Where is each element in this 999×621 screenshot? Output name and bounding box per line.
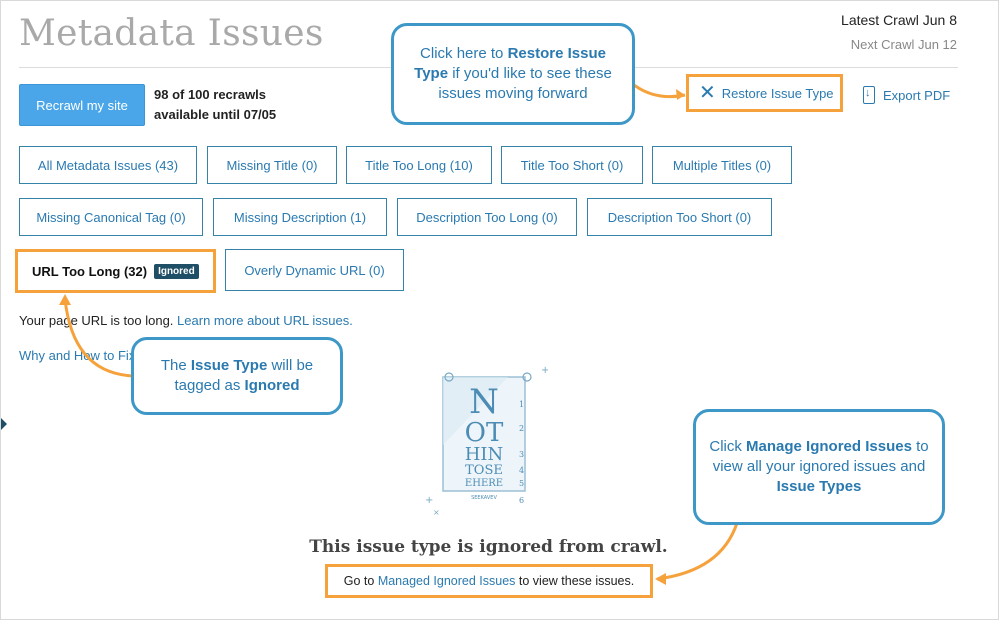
eye-chart-illustration: + + × N OT HIN TOSE EHERE SEEKAVEV 1 2 3… (425, 365, 548, 515)
restore-issue-type-button[interactable]: ✕ Restore Issue Type (686, 74, 843, 112)
issue-description: Your page URL is too long. Learn more ab… (19, 313, 353, 328)
recrawl-expiry: available until 07/05 (154, 107, 277, 122)
filter-missing-canonical-tag[interactable]: Missing Canonical Tag (0) (19, 198, 203, 236)
manage-suffix: to view these issues. (518, 574, 635, 588)
issue-description-text: Your page URL is too long. (19, 313, 174, 328)
ignored-status-title: This issue type is ignored from crawl. (309, 537, 668, 557)
filter-missing-description[interactable]: Missing Description (1) (213, 198, 387, 236)
eye-chart-number-6: 6 (519, 496, 524, 505)
latest-crawl-date: Latest Crawl Jun 8 (841, 12, 957, 28)
managed-ignored-issues-link[interactable]: Managed Ignored Issues (377, 574, 516, 588)
filter-description-too-short[interactable]: Description Too Short (0) (587, 198, 772, 236)
ignored-badge: Ignored (154, 263, 199, 279)
eye-chart-number-5: 5 (519, 479, 524, 488)
filter-all-metadata-issues[interactable]: All Metadata Issues (43) (19, 146, 197, 184)
svg-text:+: + (541, 365, 548, 376)
filter-title-too-short[interactable]: Title Too Short (0) (501, 146, 643, 184)
side-expand-handle[interactable] (1, 418, 7, 430)
export-pdf-label: Export PDF (883, 87, 951, 103)
filter-title-too-long[interactable]: Title Too Long (10) (346, 146, 492, 184)
filter-overly-dynamic-url[interactable]: Overly Dynamic URL (0) (225, 249, 404, 291)
svg-text:+: + (425, 495, 433, 506)
eye-chart-line-5: EHERE (465, 478, 503, 489)
eye-chart-line-2: OT (465, 418, 504, 448)
recrawl-button[interactable]: Recrawl my site (19, 84, 145, 126)
page-title: Metadata Issues (19, 13, 324, 54)
eye-chart-line-4: TOSE (465, 463, 503, 478)
callout-restore-issue-type: Click here to Restore Issue Type if you'… (391, 23, 635, 125)
recrawl-count: 98 of 100 recrawls (154, 87, 267, 102)
manage-ignored-message: Go to Managed Ignored Issues to view the… (325, 564, 653, 598)
close-icon: ✕ (699, 82, 716, 104)
why-how-to-fix-link[interactable]: Why and How to Fix (19, 348, 136, 363)
eye-chart-number-2: 2 (519, 424, 524, 433)
filter-url-too-long-label: URL Too Long (32) (32, 263, 148, 279)
eye-chart-line-1: N (469, 382, 499, 422)
restore-issue-type-label: Restore Issue Type (721, 85, 834, 101)
filter-url-too-long[interactable]: URL Too Long (32) Ignored (15, 249, 216, 293)
eye-chart-number-4: 4 (519, 466, 524, 475)
eye-chart-line-6: SEEKAVEV (471, 495, 497, 501)
learn-more-link[interactable]: Learn more about URL issues. (177, 313, 353, 328)
eye-chart-number-3: 3 (519, 450, 524, 459)
callout-tagged-ignored: The Issue Type will be tagged as Ignored (131, 337, 343, 415)
callout-manage-ignored: Click Manage Ignored Issues to view all … (693, 409, 945, 525)
eye-chart-number-1: 1 (519, 400, 524, 409)
export-pdf-link[interactable]: Export PDF (863, 86, 950, 104)
svg-text:×: × (433, 508, 440, 515)
download-pdf-icon (863, 86, 875, 104)
recrawl-info: 98 of 100 recrawls available until 07/05 (154, 85, 294, 125)
filter-description-too-long[interactable]: Description Too Long (0) (397, 198, 577, 236)
next-crawl-date: Next Crawl Jun 12 (850, 37, 957, 52)
filter-missing-title[interactable]: Missing Title (0) (207, 146, 337, 184)
filter-multiple-titles[interactable]: Multiple Titles (0) (652, 146, 792, 184)
eye-chart-line-3: HIN (465, 444, 504, 465)
manage-prefix: Go to (343, 574, 375, 588)
